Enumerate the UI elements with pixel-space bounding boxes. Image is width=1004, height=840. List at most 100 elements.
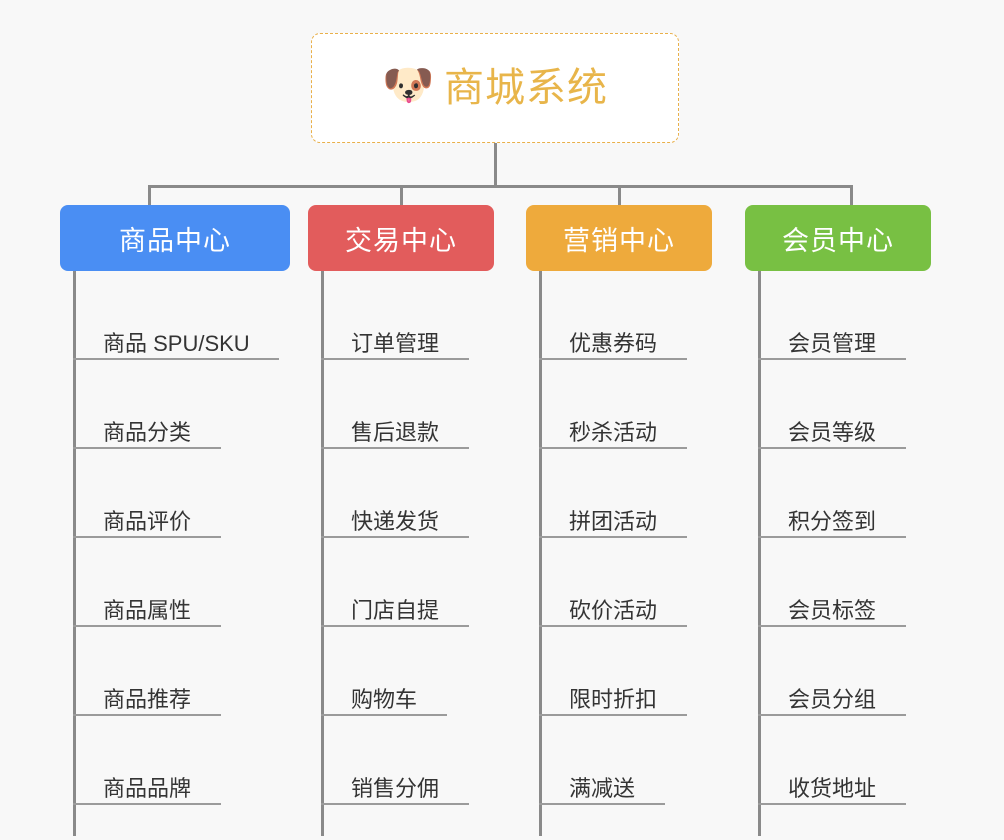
leaf-item[interactable]: 会员管理 <box>758 271 931 360</box>
leaf-label: 商品 SPU/SKU <box>103 330 250 356</box>
leaf-underline <box>321 447 469 449</box>
leaf-underline <box>539 447 687 449</box>
leaf-item[interactable]: 商品属性 <box>73 538 290 627</box>
leaf-item[interactable]: 砍价活动 <box>539 538 712 627</box>
leaf-underline <box>539 625 687 627</box>
leaf-underline <box>321 803 469 805</box>
leaf-underline <box>321 714 447 716</box>
category-spine-3 <box>758 271 761 836</box>
leaf-underline <box>758 447 906 449</box>
leaf-item[interactable]: 拼团活动 <box>539 449 712 538</box>
leaf-item[interactable]: 商品推荐 <box>73 627 290 716</box>
leaf-underline <box>539 536 687 538</box>
category-header-0[interactable]: 商品中心 <box>60 205 290 271</box>
category-title: 会员中心 <box>782 225 894 256</box>
leaf-item[interactable]: 订单管理 <box>321 271 494 360</box>
leaf-underline <box>321 358 469 360</box>
leaf-underline <box>73 625 221 627</box>
leaf-label: 购物车 <box>351 686 418 712</box>
leaf-item[interactable]: 售后退款 <box>321 360 494 449</box>
leaf-underline <box>539 714 687 716</box>
leaf-list-3: 会员管理 会员等级 积分签到 会员标签 会员分组 收货地址 <box>745 271 931 805</box>
leaf-underline <box>73 358 279 360</box>
category-header-3[interactable]: 会员中心 <box>745 205 931 271</box>
leaf-label: 砍价活动 <box>569 597 658 623</box>
category-column-3: 会员中心 会员管理 会员等级 积分签到 会员标签 会员分组 <box>745 205 931 836</box>
leaf-list-1: 订单管理 售后退款 快递发货 门店自提 购物车 销售分佣 <box>308 271 494 805</box>
leaf-label: 商品评价 <box>103 508 192 534</box>
leaf-underline <box>73 536 221 538</box>
category-title: 商品中心 <box>119 225 231 256</box>
leaf-underline <box>758 536 906 538</box>
leaf-label: 售后退款 <box>351 419 440 445</box>
root-node[interactable]: 🐶 商城系统 <box>311 33 679 143</box>
leaf-item[interactable]: 快递发货 <box>321 449 494 538</box>
dog-face-icon: 🐶 <box>382 61 435 108</box>
leaf-item[interactable]: 收货地址 <box>758 716 931 805</box>
leaf-underline <box>321 536 469 538</box>
leaf-label: 优惠券码 <box>569 330 658 356</box>
leaf-underline <box>758 625 906 627</box>
leaf-underline <box>73 447 221 449</box>
leaf-underline <box>758 714 906 716</box>
leaf-item[interactable]: 满减送 <box>539 716 712 805</box>
connector-drop-2 <box>400 185 403 207</box>
root-title: 商城系统 <box>444 66 608 110</box>
category-header-1[interactable]: 交易中心 <box>308 205 494 271</box>
category-title: 交易中心 <box>345 225 457 256</box>
leaf-label: 拼团活动 <box>569 508 658 534</box>
leaf-label: 销售分佣 <box>351 775 440 801</box>
leaf-label: 满减送 <box>569 775 636 801</box>
category-column-2: 营销中心 优惠券码 秒杀活动 拼团活动 砍价活动 限时折扣 <box>526 205 712 836</box>
leaf-item[interactable]: 商品 SPU/SKU <box>73 271 290 360</box>
category-header-2[interactable]: 营销中心 <box>526 205 712 271</box>
connector-drop-3 <box>618 185 621 207</box>
leaf-list-2: 优惠券码 秒杀活动 拼团活动 砍价活动 限时折扣 满减送 <box>526 271 712 805</box>
category-title: 营销中心 <box>563 225 675 256</box>
leaf-label: 快递发货 <box>351 508 440 534</box>
connector-drop-4 <box>850 185 853 207</box>
category-column-1: 交易中心 订单管理 售后退款 快递发货 门店自提 购物车 <box>308 205 494 836</box>
leaf-item[interactable]: 商品评价 <box>73 449 290 538</box>
leaf-underline <box>539 803 665 805</box>
leaf-item[interactable]: 销售分佣 <box>321 716 494 805</box>
leaf-underline <box>758 803 906 805</box>
leaf-label: 会员等级 <box>788 419 877 445</box>
connector-horizontal-bus <box>148 185 853 188</box>
leaf-label: 商品属性 <box>103 597 192 623</box>
leaf-item[interactable]: 商品分类 <box>73 360 290 449</box>
leaf-label: 会员管理 <box>788 330 877 356</box>
leaf-label: 限时折扣 <box>569 686 658 712</box>
leaf-item[interactable]: 会员标签 <box>758 538 931 627</box>
leaf-item[interactable]: 优惠券码 <box>539 271 712 360</box>
leaf-item[interactable]: 会员分组 <box>758 627 931 716</box>
leaf-label: 秒杀活动 <box>569 419 658 445</box>
leaf-underline <box>539 358 687 360</box>
leaf-label: 会员分组 <box>788 686 877 712</box>
connector-root-stem <box>494 143 497 187</box>
leaf-underline <box>321 625 469 627</box>
leaf-item[interactable]: 秒杀活动 <box>539 360 712 449</box>
leaf-underline <box>73 714 221 716</box>
leaf-item[interactable]: 门店自提 <box>321 538 494 627</box>
leaf-label: 会员标签 <box>788 597 877 623</box>
leaf-label: 商品品牌 <box>103 775 192 801</box>
leaf-underline <box>758 358 906 360</box>
category-spine-0 <box>73 271 76 836</box>
leaf-item[interactable]: 限时折扣 <box>539 627 712 716</box>
leaf-item[interactable]: 商品品牌 <box>73 716 290 805</box>
leaf-label: 积分签到 <box>788 508 877 534</box>
leaf-label: 商品分类 <box>103 419 192 445</box>
category-spine-2 <box>539 271 542 836</box>
leaf-item[interactable]: 会员等级 <box>758 360 931 449</box>
leaf-label: 商品推荐 <box>103 686 192 712</box>
leaf-label: 门店自提 <box>351 597 440 623</box>
leaf-label: 收货地址 <box>788 775 877 801</box>
category-column-0: 商品中心 商品 SPU/SKU 商品分类 商品评价 商品属性 商品推荐 <box>60 205 290 836</box>
connector-drop-1 <box>148 185 151 207</box>
leaf-item[interactable]: 购物车 <box>321 627 494 716</box>
leaf-label: 订单管理 <box>351 330 440 356</box>
category-spine-1 <box>321 271 324 836</box>
leaf-item[interactable]: 积分签到 <box>758 449 931 538</box>
